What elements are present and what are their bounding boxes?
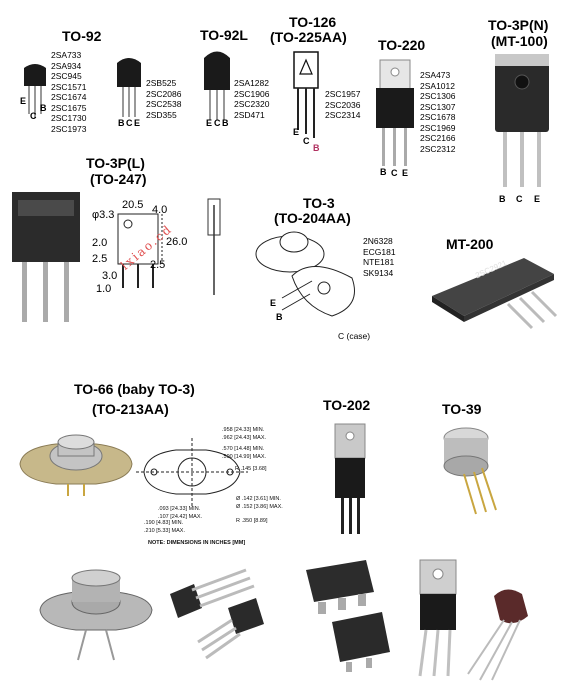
to66-dim-5: .093 [24.33] MIN. (158, 506, 201, 512)
to66-dim-4: R .145 [3.68] (235, 466, 267, 472)
to92l-pin-c: C (214, 118, 221, 128)
to66-icon (19, 434, 133, 496)
mt200-title: MT-200 (446, 236, 494, 252)
to3pl-title-1: TO-3P(L) (86, 155, 145, 171)
to92-b-pin-e: E (134, 118, 141, 128)
to3pl-dim-d2: 2.5 (92, 253, 108, 265)
to3-case-label: C (case) (338, 331, 371, 341)
to66-outline-diagram (136, 438, 248, 508)
to202-icon (334, 423, 366, 534)
to3pl-dim-w2: 4.0 (152, 204, 168, 216)
to92-b-pin-b: B (118, 118, 125, 128)
to126-pin-e: E (293, 127, 300, 137)
to92-b-pin-c: C (126, 118, 133, 128)
to92-icon (24, 64, 46, 118)
to126-pin-b: B (313, 143, 320, 153)
to3pl-dim-d4: 1.0 (96, 283, 112, 295)
to3pl-dim-d3: 3.0 (102, 270, 118, 282)
to3-pin-b: B (276, 312, 283, 322)
to3-title-2: (TO-204AA) (274, 210, 351, 226)
to3-title-1: TO-3 (303, 195, 335, 211)
to126-photo-icon (170, 568, 264, 660)
to3pn-pin-c: C (516, 194, 523, 204)
to66-dim-2: .570 [14.48] MIN. (222, 446, 265, 452)
to3pl-dim-d5: 2.5 (150, 259, 166, 271)
to66-dim-10: .210 [5.33] MAX. (144, 528, 185, 534)
to126-title-2: (TO-225AA) (270, 29, 347, 45)
to66-title-1: TO-66 (baby TO-3) (74, 381, 195, 397)
to220-pin-c: C (391, 168, 398, 178)
to202-title: TO-202 (323, 397, 371, 413)
to126-pin-c: C (303, 136, 310, 146)
to66-note: NOTE: DIMENSIONS IN INCHES [MM] (148, 540, 246, 546)
to3pl-dim-w1: 20.5 (122, 199, 144, 211)
to126-title-1: TO-126 (289, 14, 337, 30)
to220-icon (376, 59, 414, 166)
to92l-icon (204, 51, 230, 120)
to3pl-dim-h1: 26.0 (166, 236, 188, 248)
to66-dim-3: .590 [14.99] MAX. (222, 454, 267, 460)
to66-title-2: (TO-213AA) (92, 401, 169, 417)
to92-pin-e: E (20, 96, 27, 106)
to66-dim-11: R .350 [8.89] (236, 518, 268, 524)
to3-photo-icon (39, 569, 153, 661)
to92l-title: TO-92L (200, 27, 248, 43)
to3pl-dim-hole: φ3.3 (92, 209, 115, 221)
to66-dim-9: .190 [4.83] MIN. (144, 520, 184, 526)
to220-title: TO-220 (378, 37, 426, 53)
to66-dim-1: .962 [24.43] MAX. (222, 435, 267, 441)
to92l-pin-b: B (222, 118, 229, 128)
to92-b-icon (117, 58, 141, 117)
to3pl-outline-diagram (117, 213, 163, 288)
to3pl-photo-icon (12, 192, 80, 322)
to92-pin-c: C (30, 111, 37, 121)
to92l-pin-e: E (206, 118, 213, 128)
to3pn-pin-b: B (499, 194, 506, 204)
to3-pin-e: E (270, 298, 277, 308)
to3pl-side-view (207, 198, 221, 295)
to220-pin-e: E (402, 168, 409, 178)
smd-photo-icon (306, 560, 390, 672)
to3pn-pin-e: E (534, 194, 541, 204)
to220-photo-icon (418, 559, 528, 681)
mt200-icon (432, 258, 558, 330)
to3pn-icon (495, 54, 549, 187)
to3pn-title-1: TO-3P(N) (488, 17, 549, 33)
to66-dim-7: Ø .142 [3.61] MIN. (236, 496, 281, 502)
to92-pin-b: B (40, 103, 47, 113)
to3pl-title-2: (TO-247) (90, 171, 147, 187)
to3pn-title-2: (MT-100) (491, 33, 548, 49)
to3pl-dim-d1: 2.0 (92, 237, 108, 249)
to39-title: TO-39 (442, 401, 482, 417)
to39-icon (443, 427, 497, 515)
to66-dim-8: Ø .152 [3.86] MAX. (236, 504, 283, 510)
to66-dim-6: .107 [24.42] MAX. (158, 514, 203, 520)
to126-icon (293, 51, 319, 138)
to66-dim-0: .958 [24.33] MIN. (222, 427, 265, 433)
to3-icon (255, 231, 355, 317)
to92-title: TO-92 (62, 28, 102, 44)
to220-pin-b: B (380, 167, 387, 177)
